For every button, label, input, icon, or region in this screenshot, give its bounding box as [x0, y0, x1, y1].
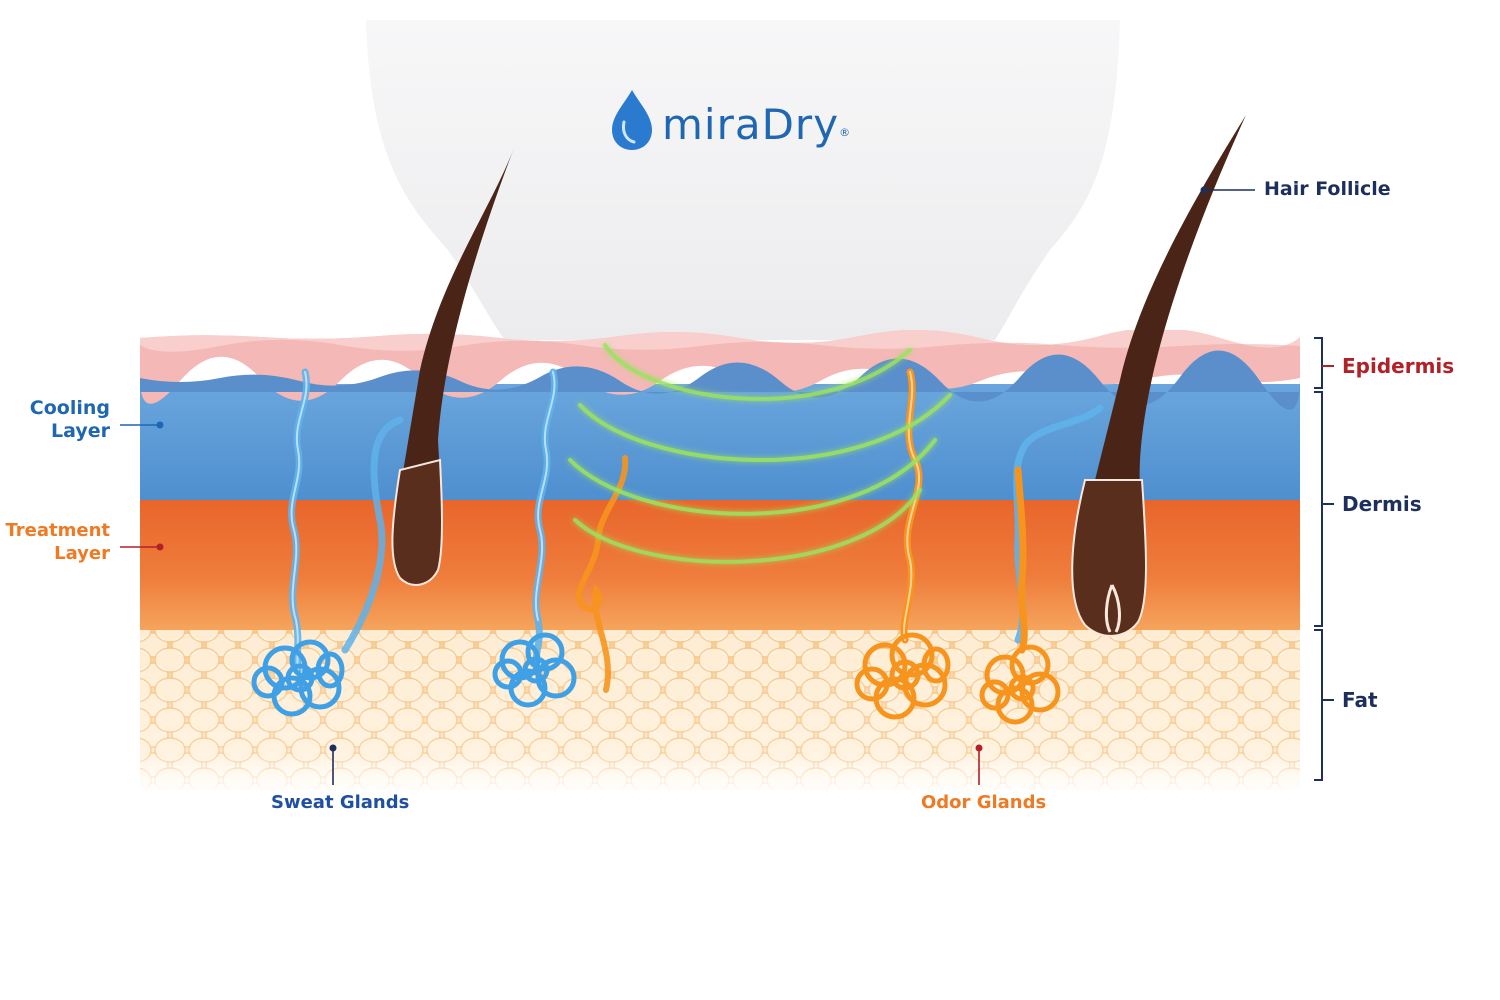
- odor-gland: [854, 368, 951, 720]
- layer-brackets: [1314, 337, 1334, 781]
- label-treatment-layer: Treatment Layer: [0, 519, 110, 565]
- odor-gland-duct: [575, 455, 629, 693]
- hair-follicle: [391, 148, 514, 586]
- label-treatment-layer-line1: Treatment: [5, 520, 110, 541]
- label-cooling-layer-line2: Layer: [51, 420, 110, 442]
- water-drop-icon: [612, 90, 652, 150]
- label-sweat-glands: Sweat Glands: [271, 792, 410, 813]
- leader-lines: [120, 186, 1255, 785]
- odor-gland: [979, 404, 1104, 725]
- miradry-handpiece: [366, 20, 1120, 340]
- label-cooling-layer: Cooling Layer: [20, 397, 110, 443]
- microwave-energy-waves: [568, 343, 952, 564]
- brand-name: miraDry: [662, 100, 840, 149]
- label-epidermis: Epidermis: [1342, 354, 1455, 378]
- label-cooling-layer-line1: Cooling: [29, 397, 110, 419]
- label-treatment-layer-line2: Layer: [54, 543, 110, 564]
- brand-logo: miraDry®: [662, 100, 851, 150]
- label-dermis: Dermis: [1342, 492, 1422, 516]
- label-hair-follicle: Hair Follicle: [1264, 178, 1391, 200]
- sweat-gland: [492, 368, 577, 708]
- registered-mark: ®: [839, 126, 852, 139]
- hair-follicle: [1071, 115, 1246, 637]
- label-odor-glands: Odor Glands: [921, 792, 1047, 813]
- label-fat: Fat: [1342, 688, 1378, 712]
- sweat-gland: [251, 368, 404, 717]
